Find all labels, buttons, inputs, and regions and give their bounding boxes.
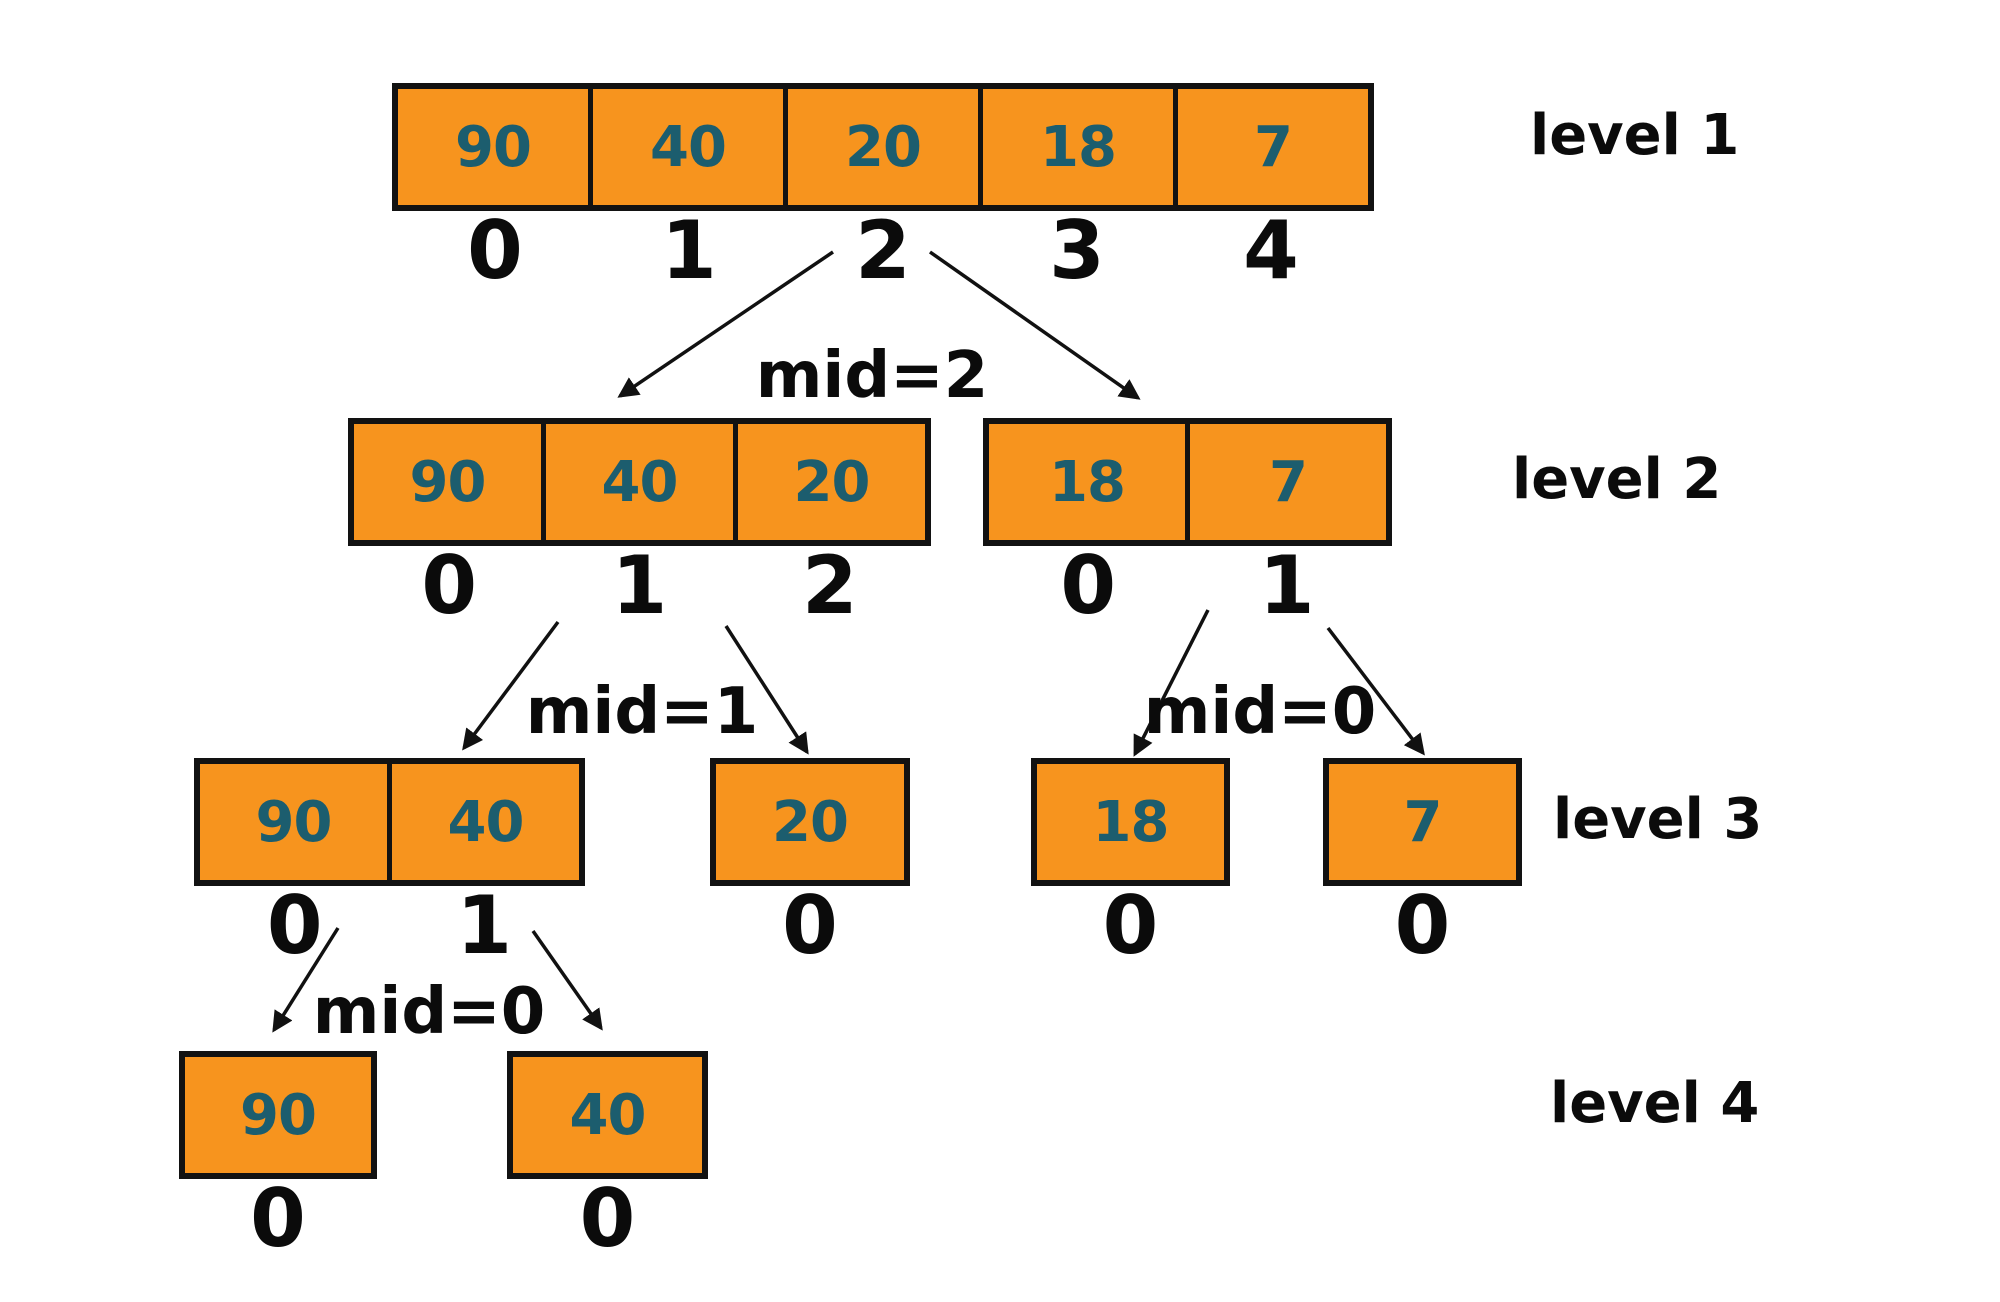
cell-index: 0 (1394, 879, 1451, 972)
array-cell: 20 (716, 764, 904, 880)
cell-value: 18 (1092, 789, 1170, 855)
mid-label-level1-split: mid=2 (755, 339, 989, 413)
cell-index: 2 (801, 539, 858, 632)
level3-array-18-cells: 18 (1031, 758, 1230, 886)
cell-value: 90 (255, 789, 333, 855)
cell-value: 7 (1403, 789, 1443, 855)
cell-index: 0 (467, 204, 523, 297)
mid-label-level3-split: mid=0 (312, 975, 546, 1049)
cell-index: 1 (661, 204, 717, 297)
level1-array-indices: 0 1 2 3 4 (392, 204, 1374, 297)
cell-value: 20 (845, 114, 922, 180)
level2-left-array: 90 40 20 0 1 2 (348, 418, 931, 632)
cell-index: 0 (250, 1172, 306, 1265)
cell-value: 40 (569, 1082, 647, 1148)
level3-array-7-cells: 7 (1323, 758, 1522, 886)
cell-index: 2 (855, 204, 911, 297)
level4-array-40-indices: 0 (507, 1172, 708, 1265)
array-cell: 20 (733, 424, 925, 540)
level3-array-20: 20 0 (710, 758, 910, 972)
array-cell: 90 (398, 89, 588, 205)
cell-index: 0 (1102, 879, 1159, 972)
cell-index: 1 (1258, 539, 1315, 632)
level3-array-18: 18 0 (1031, 758, 1230, 972)
level1-array: 90 40 20 18 7 0 1 2 3 4 (392, 83, 1374, 297)
level3-array-20-indices: 0 (710, 879, 910, 972)
level3-array-7: 7 0 (1323, 758, 1522, 972)
array-cell: 90 (354, 424, 541, 540)
level4-label: level 4 (1550, 1071, 1760, 1136)
mid-label-level2-left-split: mid=1 (525, 675, 759, 749)
level2-left-array-indices: 0 1 2 (348, 539, 931, 632)
array-cell: 40 (387, 764, 579, 880)
level3-array-90-40: 90 40 0 1 (194, 758, 585, 972)
mid-label-level2-right-split: mid=0 (1143, 675, 1377, 749)
cell-value: 20 (772, 789, 849, 855)
array-cell: 40 (513, 1057, 702, 1173)
level3-array-7-indices: 0 (1323, 879, 1522, 972)
cell-index: 0 (579, 1172, 636, 1265)
array-cell: 7 (1329, 764, 1516, 880)
level4-array-40: 40 0 (507, 1051, 708, 1265)
cell-value: 7 (1269, 449, 1308, 515)
level2-right-array: 18 7 0 1 (983, 418, 1392, 632)
cell-value: 18 (1049, 449, 1126, 515)
cell-value: 90 (409, 449, 487, 515)
array-cell: 7 (1173, 89, 1368, 205)
level2-label: level 2 (1512, 447, 1722, 512)
level4-array-90-indices: 0 (179, 1172, 377, 1265)
cell-value: 40 (650, 114, 727, 180)
cell-value: 90 (455, 114, 532, 180)
cell-index: 1 (456, 879, 513, 972)
array-cell: 40 (541, 424, 733, 540)
cell-value: 20 (793, 449, 871, 515)
cell-index: 1 (611, 539, 668, 632)
array-cell: 90 (200, 764, 387, 880)
cell-index: 0 (782, 879, 838, 972)
level3-array-90-40-indices: 0 1 (194, 879, 585, 972)
cell-value: 7 (1254, 114, 1293, 180)
level2-right-array-indices: 0 1 (983, 539, 1392, 632)
level3-array-90-40-cells: 90 40 (194, 758, 585, 886)
cell-index: 4 (1243, 204, 1299, 297)
level4-array-90: 90 0 (179, 1051, 377, 1265)
cell-index: 0 (1060, 539, 1117, 632)
cell-index: 0 (266, 879, 323, 972)
cell-value: 40 (447, 789, 525, 855)
array-cell: 20 (783, 89, 978, 205)
cell-value: 18 (1040, 114, 1117, 180)
array-cell: 90 (185, 1057, 371, 1173)
array-cell: 7 (1185, 424, 1386, 540)
level3-label: level 3 (1553, 787, 1763, 852)
array-cell: 18 (978, 89, 1173, 205)
array-cell: 40 (588, 89, 783, 205)
cell-index: 0 (421, 539, 477, 632)
array-cell: 18 (989, 424, 1185, 540)
level3-array-20-cells: 20 (710, 758, 910, 886)
level2-right-array-cells: 18 7 (983, 418, 1392, 546)
cell-index: 3 (1049, 204, 1105, 297)
level4-array-90-cells: 90 (179, 1051, 377, 1179)
cell-value: 90 (240, 1082, 317, 1148)
level2-left-array-cells: 90 40 20 (348, 418, 931, 546)
array-cell: 18 (1037, 764, 1224, 880)
level1-label: level 1 (1530, 103, 1740, 168)
level3-array-18-indices: 0 (1031, 879, 1230, 972)
level1-array-cells: 90 40 20 18 7 (392, 83, 1374, 211)
level4-array-40-cells: 40 (507, 1051, 708, 1179)
cell-value: 40 (601, 449, 679, 515)
